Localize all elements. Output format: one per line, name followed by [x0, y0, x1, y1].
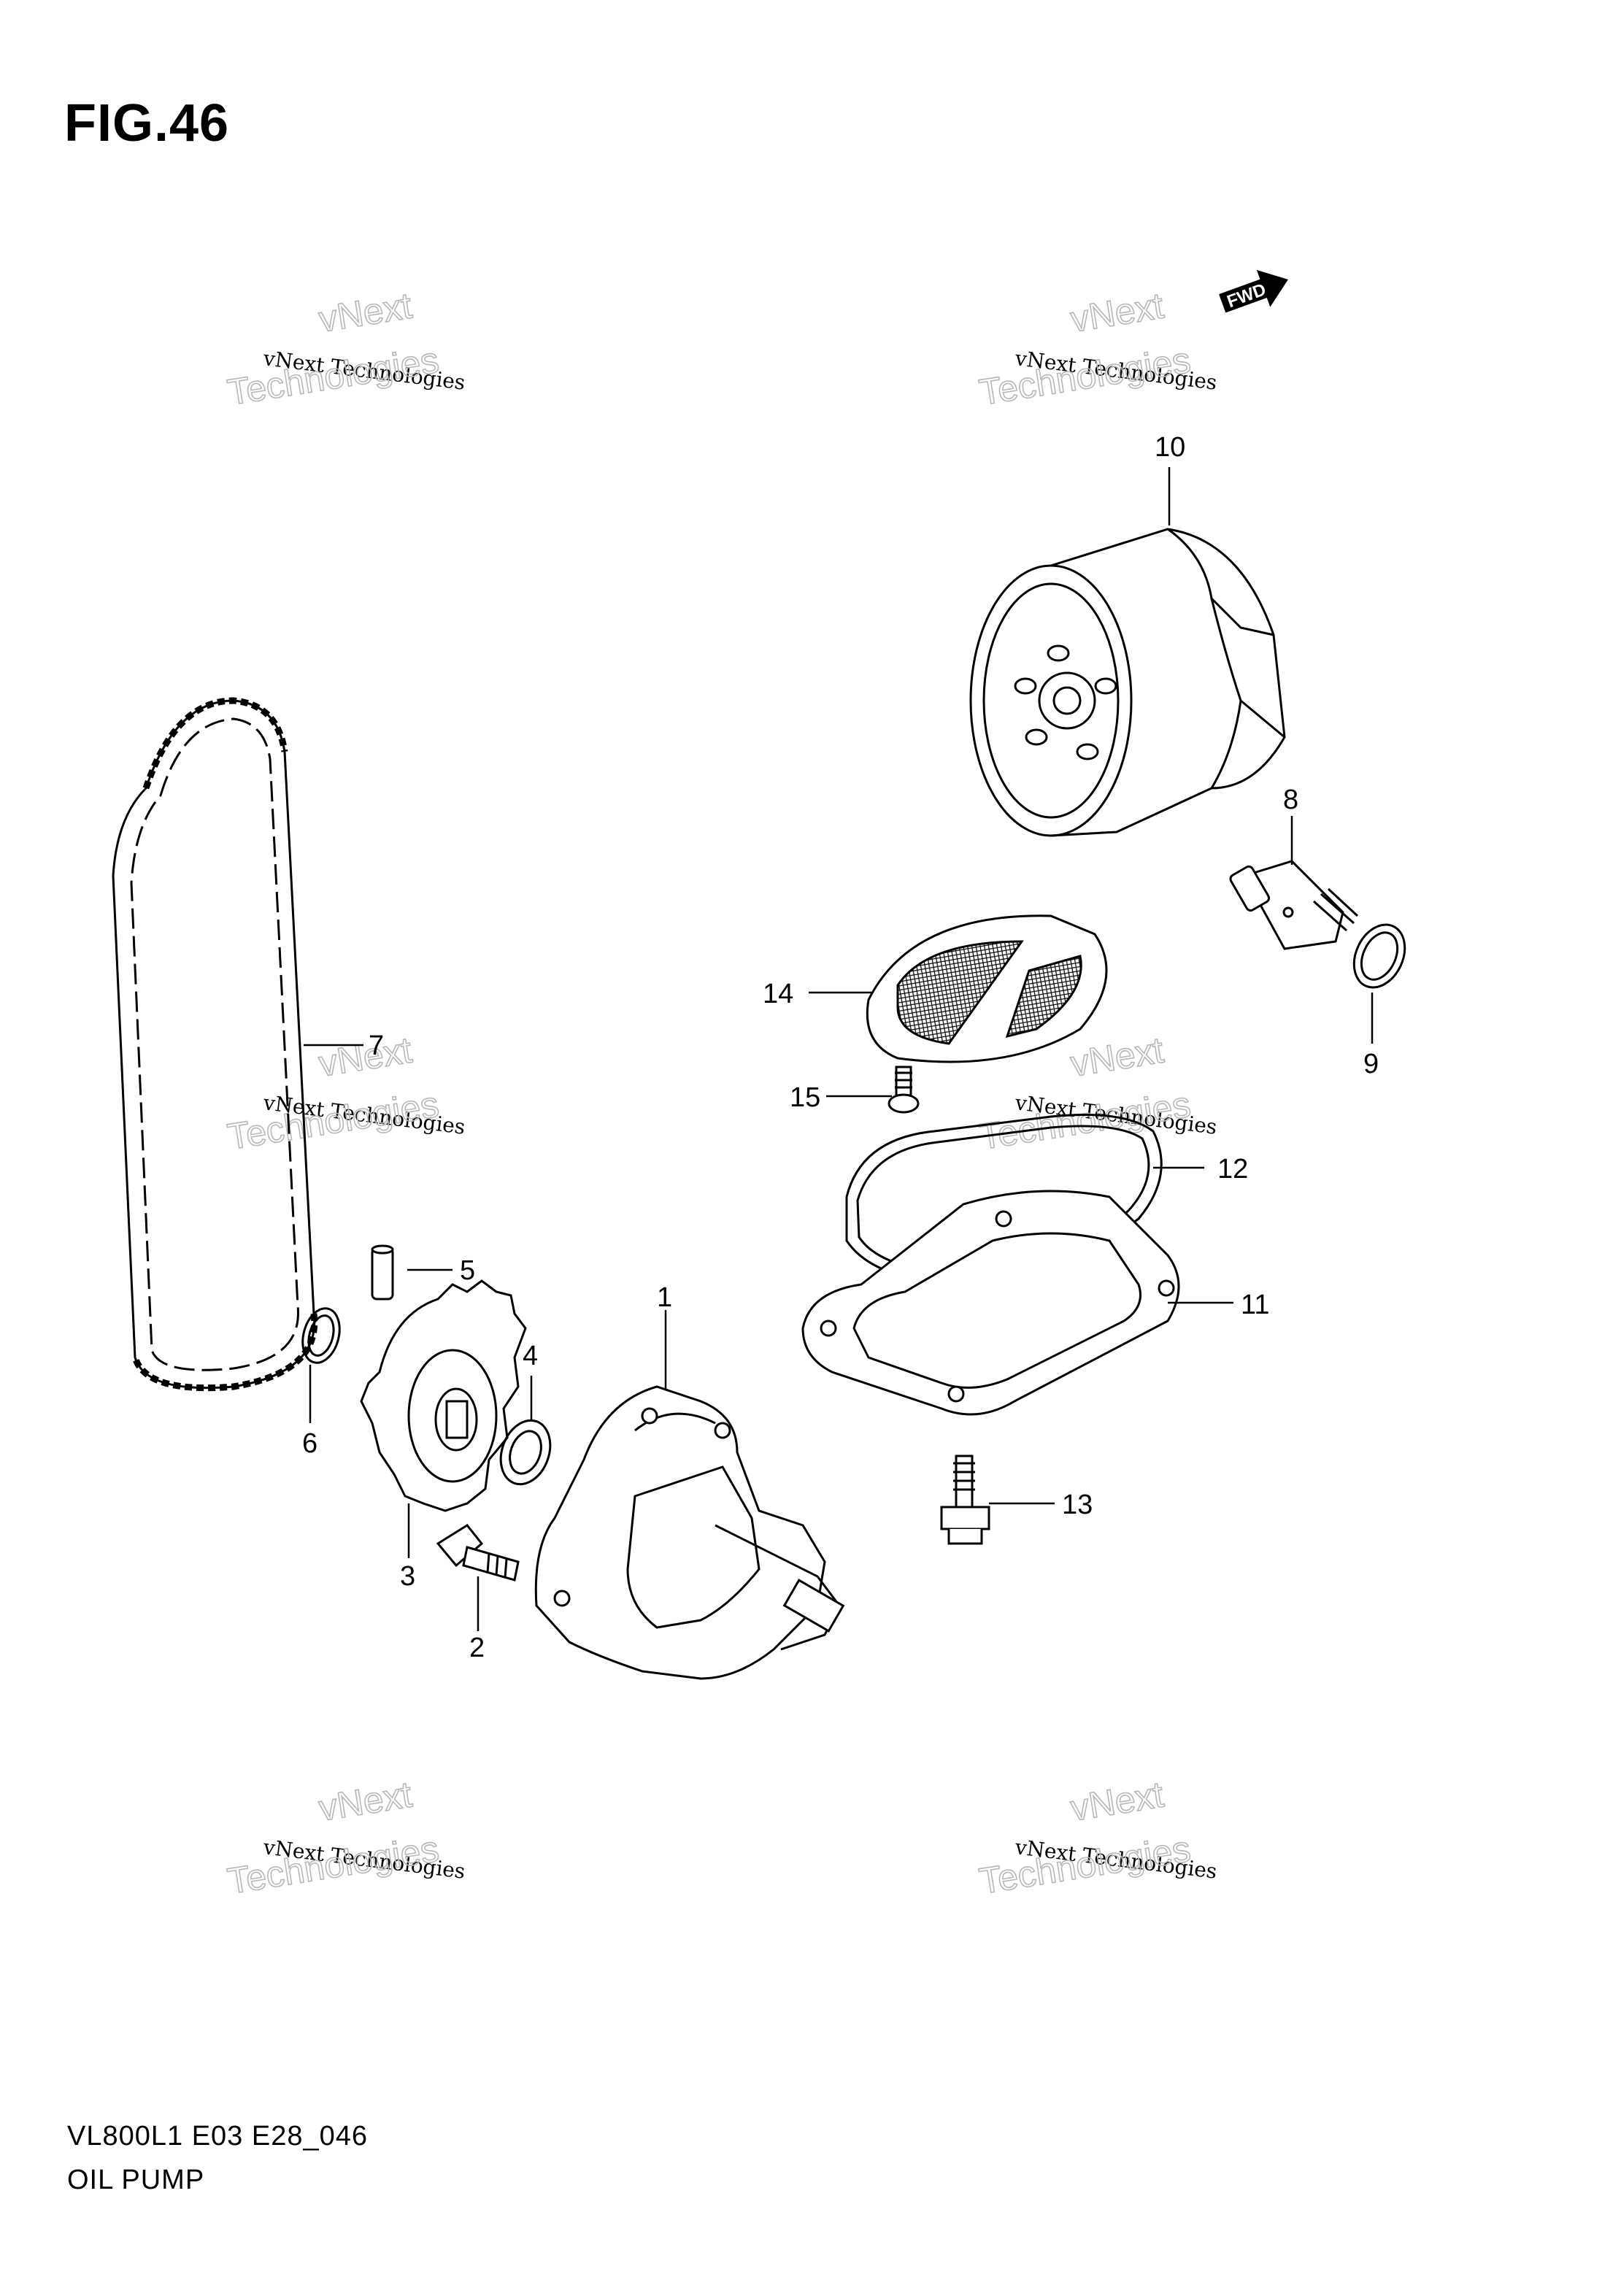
oil-pump-icon [534, 1385, 845, 1680]
assembly-name: OIL PUMP [67, 2165, 205, 2195]
circlip-icon [301, 1307, 341, 1364]
watermark-line1: vNext [316, 285, 415, 340]
oil-strainer-cover-icon [801, 1190, 1180, 1416]
callouts: 10 8 9 14 15 12 11 13 7 5 4 6 3 2 1 [302, 432, 1379, 1663]
watermark-line3: Technologies [225, 339, 442, 413]
callout-14: 14 [763, 979, 793, 1009]
screw-icon [887, 1066, 920, 1114]
callout-4: 4 [523, 1341, 538, 1371]
callout-7: 7 [369, 1030, 384, 1061]
sprocket-icon [360, 1279, 527, 1512]
callout-3: 3 [400, 1561, 415, 1592]
model-code: VL800L1 E03 E28_046 [67, 2121, 369, 2151]
oil-strainer-icon [866, 914, 1108, 1063]
callout-6: 6 [302, 1428, 317, 1459]
watermark-line1: vNext [316, 1030, 415, 1085]
pin-icon [371, 1244, 394, 1301]
callout-11: 11 [1241, 1290, 1269, 1320]
callout-15: 15 [790, 1082, 820, 1113]
callout-5: 5 [460, 1255, 475, 1286]
o-ring-icon [1352, 923, 1406, 989]
watermark-line1: vNext [1068, 1030, 1166, 1085]
callout-10: 10 [1155, 432, 1185, 463]
figure-title: FIG.46 [64, 94, 230, 153]
callout-2: 2 [469, 1633, 485, 1663]
watermark-line3: Technologies [977, 1828, 1193, 1902]
watermark-line3: Technologies [977, 1084, 1193, 1157]
callout-9: 9 [1363, 1049, 1379, 1079]
fwd-arrow-icon: FWD [1219, 269, 1288, 313]
callout-12: 12 [1217, 1154, 1248, 1184]
watermark-line1: vNext [316, 1774, 415, 1829]
watermark-line3: Technologies [977, 339, 1193, 413]
union-bolt-icon [1229, 860, 1359, 950]
watermark-line3: Technologies [225, 1084, 442, 1157]
oil-filter-icon [969, 528, 1286, 837]
bolt-icon [940, 1455, 990, 1545]
watermark-line1: vNext [1068, 1774, 1166, 1829]
watermark-line1: vNext [1068, 285, 1166, 340]
washer-icon [499, 1419, 552, 1486]
watermark-line3: Technologies [225, 1828, 442, 1902]
callout-13: 13 [1062, 1490, 1093, 1520]
drive-chain-icon [112, 697, 318, 1392]
callout-8: 8 [1283, 785, 1298, 815]
flange-bolt-icon [436, 1524, 520, 1582]
callout-1: 1 [657, 1282, 672, 1313]
